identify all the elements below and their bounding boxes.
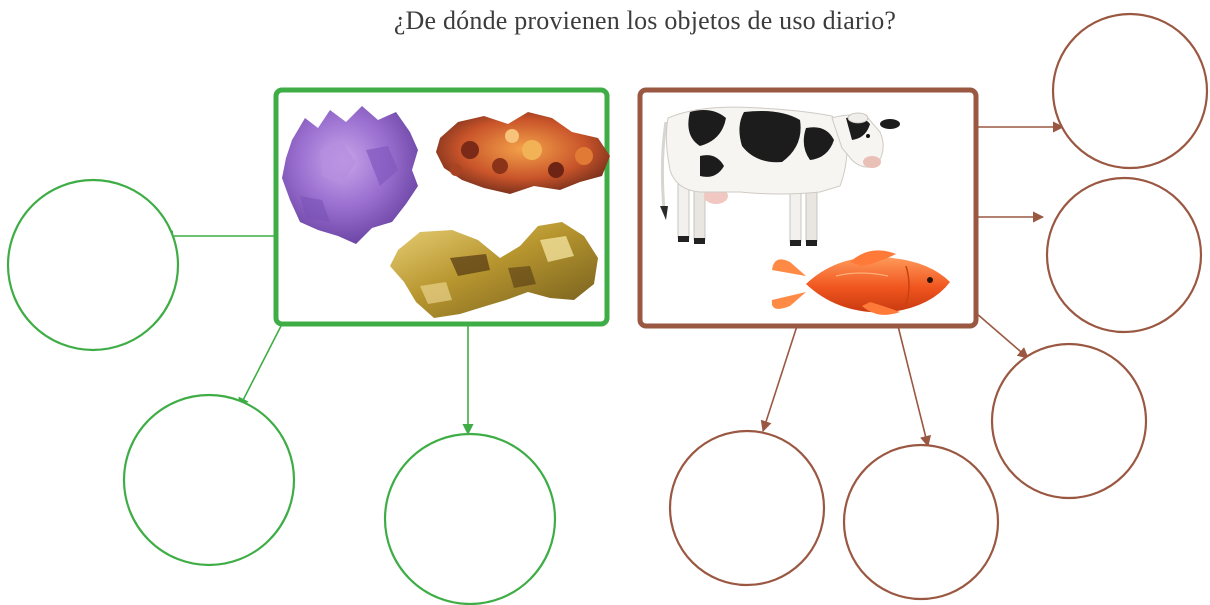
goldfish-picture (771, 250, 950, 315)
answer-circle-minerals-1[interactable] (6, 178, 180, 352)
answer-circle-minerals-3[interactable] (383, 432, 557, 605)
worksheet-title: ¿De dónde provienen los objetos de uso d… (393, 6, 897, 35)
arrow-minerals-to-bottom-left-circle (238, 325, 282, 409)
answer-circle-animals-5[interactable] (668, 429, 826, 587)
answer-circle-minerals-2[interactable] (122, 393, 296, 567)
answer-circle-animals-1[interactable] (1051, 12, 1209, 170)
answer-circle-animals-2[interactable] (1045, 176, 1203, 334)
arrow-animals-to-lower-right-circle (975, 312, 1029, 359)
amethyst-crystal-picture (282, 106, 418, 244)
cow-picture (660, 106, 900, 246)
minerals-frame (273, 87, 610, 327)
arrow-animals-to-bottom-left-circle (760, 325, 798, 433)
orange-mineral-cluster-picture (436, 112, 610, 194)
arrow-animals-to-bottom-middle-circle (897, 325, 931, 448)
gold-nugget-picture (390, 222, 598, 318)
answer-circle-animals-4[interactable] (842, 443, 1000, 601)
animals-frame (637, 87, 979, 329)
answer-circle-animals-3[interactable] (990, 342, 1148, 500)
